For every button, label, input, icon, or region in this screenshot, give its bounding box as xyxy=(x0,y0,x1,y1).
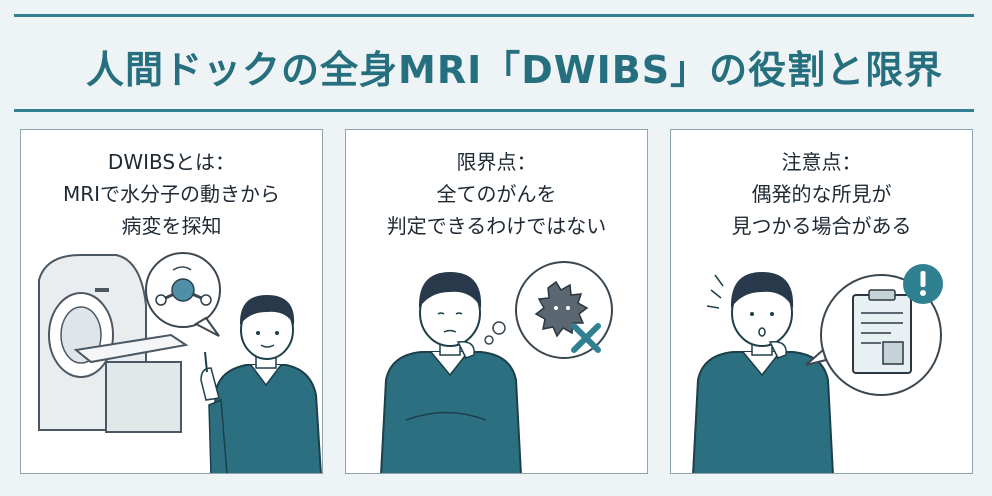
man-surprised-icon xyxy=(692,272,834,473)
panel-caution: 注意点： 偶発的な所見が 見つかる場合がある xyxy=(670,129,973,474)
clipboard-icon xyxy=(852,289,912,374)
limitation-illustration xyxy=(380,261,613,473)
molecule-bubble-icon xyxy=(145,252,221,337)
title-bar: 人間ドックの全身MRI「DWIBS」の役割と限界 xyxy=(14,14,974,112)
warning-exclamation-icon xyxy=(903,264,943,304)
panel-caption: DWIBSとは： MRIで水分子の動きから 病変を探知 xyxy=(21,146,322,242)
cancer-cell-icon xyxy=(534,280,589,338)
caption-line-1: DWIBSとは： xyxy=(107,150,236,174)
man-pointing-icon xyxy=(200,295,322,473)
caption-line-2: MRIで水分子の動きから xyxy=(62,182,281,206)
caption-line-3: 見つかる場合がある xyxy=(731,214,912,238)
caption-line-1: 注意点： xyxy=(781,150,862,174)
panel-dwibs: DWIBSとは： MRIで水分子の動きから 病変を探知 xyxy=(20,129,323,474)
page-title: 人間ドックの全身MRI「DWIBS」の役割と限界 xyxy=(86,48,944,92)
mri-scanner-icon xyxy=(38,254,189,433)
panel-caption: 限界点： 全てのがんを 判定できるわけではない xyxy=(346,146,647,242)
panel-caption: 注意点： 偶発的な所見が 見つかる場合がある xyxy=(671,146,972,242)
caption-line-1: 限界点： xyxy=(456,150,537,174)
caution-illustration xyxy=(692,264,943,473)
mri-illustration xyxy=(38,252,322,473)
caption-line-3: 病変を探知 xyxy=(121,214,222,238)
panel-limitation: 限界点： 全てのがんを 判定できるわけではない xyxy=(345,129,648,474)
caption-line-2: 偶発的な所見が xyxy=(751,182,892,206)
caption-line-3: 判定できるわけではない xyxy=(386,214,607,238)
man-thinking-icon xyxy=(380,272,522,473)
cross-mark-icon xyxy=(571,323,601,353)
caption-line-2: 全てのがんを xyxy=(436,182,557,206)
